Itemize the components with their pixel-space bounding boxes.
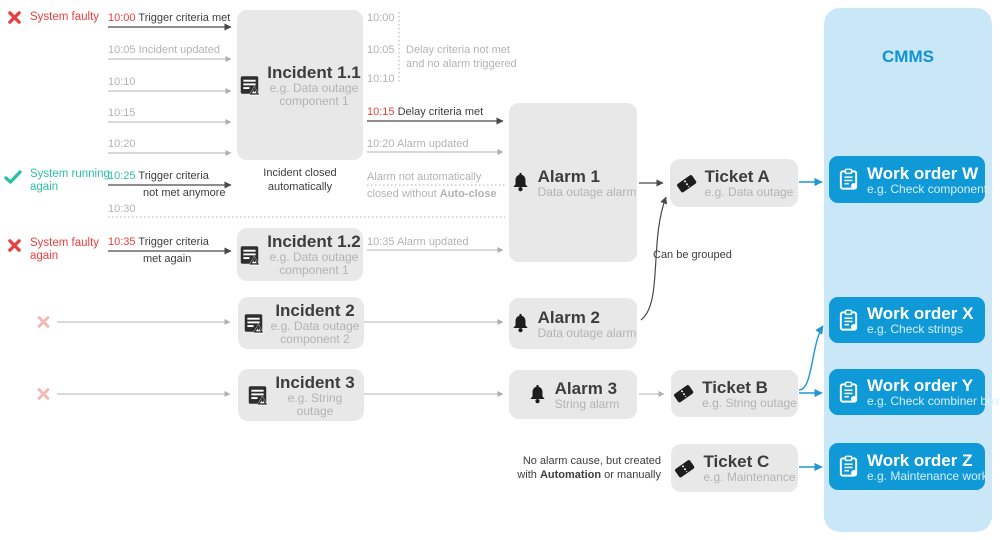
event-1035-alarm-updated: 10:35 Alarm updated (367, 236, 469, 248)
event-1010: 10:10 (108, 76, 136, 88)
node-alarm-2: Alarm 2 Data outage alarm (509, 298, 637, 349)
status-system-faulty: System faulty (30, 11, 100, 23)
cmms-title: CMMS (882, 47, 934, 66)
ticket-icon (676, 174, 696, 192)
alarm-timeline-1005: 10:05 (367, 44, 395, 56)
node-alarm-1: Alarm 1 Data outage alarm (509, 103, 637, 262)
node-incident-2: Incident 2 e.g. Data outage component 2 (238, 297, 364, 349)
incident-document-icon (240, 76, 261, 96)
event-1000-trigger-met: 10:00 Trigger criteria met (108, 12, 231, 24)
node-alarm-3: Alarm 3 String alarm (509, 370, 637, 419)
node-work-order-w: Work order W e.g. Check components (829, 156, 993, 203)
incident-document-icon (249, 386, 269, 406)
faded-x-icon (37, 316, 50, 328)
system-faulty-again-x-icon (8, 239, 21, 252)
event-1025-label-below: not met anymore (143, 187, 226, 199)
node-work-order-z: Work order Z e.g. Maintenance work (829, 443, 988, 490)
work-order-clipboard-icon (839, 455, 858, 477)
incident-document-icon (240, 245, 261, 265)
alarm-not-closed-line1: Alarm not automatically (367, 171, 482, 183)
event-1025-trigger-not-met: 10:25 Trigger criteria (108, 170, 209, 182)
node-incident-3: Incident 3 e.g. String outage (238, 369, 364, 421)
work-order-clipboard-icon (839, 381, 858, 403)
node-incident-1-2: Incident 1.2 e.g. Data outage component … (237, 228, 363, 281)
alarm-not-closed-line2: closed without Auto-close (367, 188, 497, 200)
faded-x-icon (37, 388, 50, 400)
bell-icon (512, 172, 528, 192)
incident-document-icon (244, 314, 264, 334)
node-ticket-a: Ticket A e.g. Data outage (670, 159, 798, 207)
bell-icon (512, 313, 528, 333)
alarm-timeline-1000: 10:00 (367, 12, 395, 24)
event-1035-trigger-met-again: 10:35 Trigger criteria (108, 236, 209, 248)
node-ticket-c: Ticket C e.g. Maintenance (671, 444, 798, 492)
ticket-icon (675, 459, 695, 477)
event-1015: 10:15 (108, 107, 136, 119)
alarm-timeline-1010: 10:10 (367, 73, 395, 85)
work-order-clipboard-icon (839, 168, 858, 190)
node-work-order-x: Work order X e.g. Check strings (829, 297, 985, 343)
work-order-clipboard-icon (839, 309, 858, 331)
event-1035-label-below: met again (143, 253, 192, 265)
event-1030: 10:30 (108, 203, 136, 215)
can-be-grouped-note: Can be grouped (653, 249, 732, 261)
event-1015-delay-met: 10:15 Delay criteria met (367, 106, 484, 118)
ticket-icon (674, 385, 694, 403)
event-1020: 10:20 (108, 138, 136, 150)
node-ticket-b: Ticket B e.g. String outage (671, 370, 798, 417)
node-incident-1-1: Incident 1.1 e.g. Data outage component … (237, 10, 363, 160)
event-1005-incident-updated: 10:05 Incident updated (108, 44, 220, 56)
node-work-order-y: Work order Y e.g. Check combiner box (829, 369, 1000, 415)
no-alarm-cause-note: No alarm cause, but created with Automat… (517, 455, 661, 481)
system-running-check-icon (4, 170, 22, 184)
event-1020-alarm-updated: 10:20 Alarm updated (367, 138, 469, 150)
bell-icon (529, 384, 545, 404)
system-faulty-x-icon (8, 11, 21, 24)
